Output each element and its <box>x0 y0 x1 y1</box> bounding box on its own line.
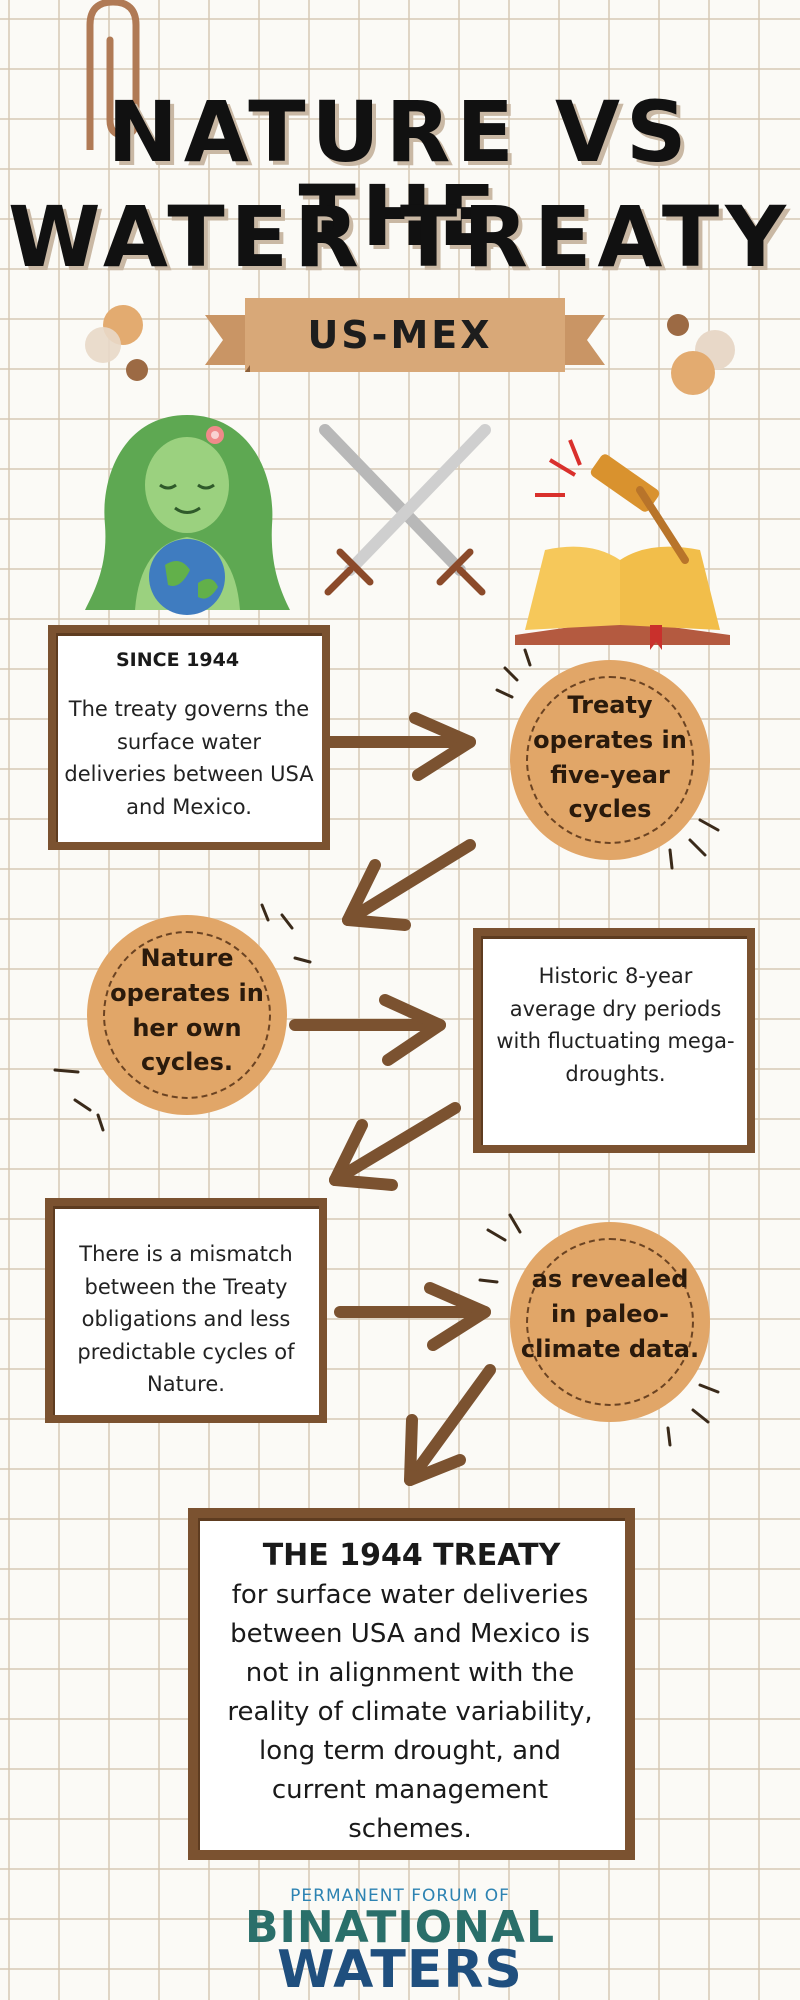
logo-line-1: PERMANENT FORUM OF <box>290 1886 510 1906</box>
since-1944-box: SINCE 1944 The treaty governs the surfac… <box>48 625 330 850</box>
since-1944-heading: SINCE 1944 <box>116 649 240 671</box>
treaty-cycles-circle: Treaty operates in five-year cycles <box>510 660 710 860</box>
treaty-cycles-text: Treaty operates in five-year cycles <box>533 691 687 824</box>
page-title-line-2: WATER TREATY <box>8 188 792 286</box>
final-title: THE 1944 TREATY <box>262 1538 561 1573</box>
logo-line-3: WATERS <box>277 1940 523 2000</box>
decorative-dots <box>85 305 148 381</box>
banner-label: US-MEX <box>307 313 493 357</box>
page-title-line-1: NATURE VS THE <box>107 83 693 265</box>
ribbon-banner <box>205 298 605 372</box>
historic-dry-periods-box: Historic 8-year average dry periods with… <box>473 928 755 1153</box>
paperclip-icon <box>86 0 140 150</box>
gavel-book-icon <box>515 439 730 650</box>
logo-line-2: BINATIONAL <box>244 1902 556 1953</box>
since-1944-text: The treaty governs the surface water del… <box>64 697 314 819</box>
mother-nature-icon <box>85 415 290 615</box>
final-conclusion-box: THE 1944 TREATY for surface water delive… <box>188 1508 635 1860</box>
historic-dry-periods-text: Historic 8-year average dry periods with… <box>496 964 735 1086</box>
paleo-climate-circle: as revealed in paleo-climate data. <box>510 1222 710 1422</box>
final-body: for surface water deliveries between USA… <box>227 1580 593 1844</box>
nature-cycles-text: Nature operates in her own cycles. <box>110 944 264 1077</box>
mismatch-text: There is a mismatch between the Treaty o… <box>77 1242 295 1397</box>
crossed-swords-icon <box>319 424 491 596</box>
mismatch-box: There is a mismatch between the Treaty o… <box>45 1198 327 1423</box>
nature-cycles-circle: Nature operates in her own cycles. <box>87 915 287 1115</box>
decorative-dots <box>667 314 735 395</box>
paleo-climate-text: as revealed in paleo-climate data. <box>520 1265 700 1363</box>
